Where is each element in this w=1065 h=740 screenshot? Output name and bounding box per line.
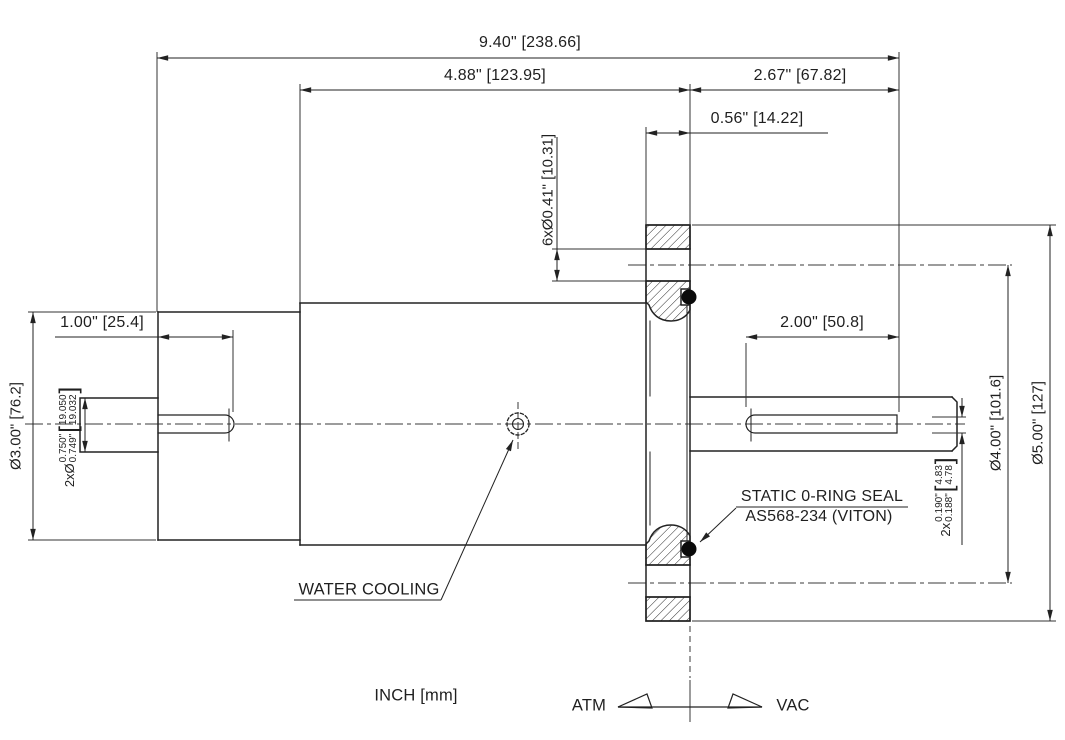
units-label: INCH [mm]: [374, 686, 458, 705]
dim-left-diameter-label: Ø3.00" [76.2]: [7, 382, 25, 470]
keyway-depth-inch-stack: 0.190" 0.188": [934, 493, 955, 522]
right-shaft: [689, 395, 958, 453]
dim-right-keyway-label: 2.00" [50.8]: [780, 314, 864, 331]
oring-seal-label-line1: STATIC 0-RING SEAL: [740, 488, 904, 505]
right-keyway: [745, 414, 898, 434]
bracket-close: ]: [54, 386, 83, 394]
dim-bolt-holes-label: 6xØ0.41" [10.31]: [539, 133, 557, 247]
atm-flag-icon: [617, 693, 653, 709]
shaft-dia-prefix: 2xØ: [61, 463, 77, 488]
oring-leader: [699, 507, 737, 543]
water-cooling-port: [506, 412, 530, 436]
left-keyway: [157, 414, 235, 434]
dim-flange-thickness-label: 0.56" [14.22]: [710, 110, 804, 127]
flange-bottom-boss-hatch: [645, 596, 691, 622]
left-body-section: [157, 311, 301, 541]
part-geometry: [79, 224, 958, 622]
extension-lines: [28, 52, 1056, 622]
water-cooling-leader: [440, 439, 514, 601]
leader-lines: [294, 439, 908, 601]
bracket-close: ]: [930, 457, 959, 465]
shaft-dia-inch-stack: 0.750" 0.749": [58, 433, 79, 463]
flange-top-boss-hatch: [645, 224, 691, 250]
flange: [645, 224, 697, 622]
main-body: [299, 302, 647, 546]
left-shaft: [79, 397, 235, 453]
keyway-depth-mm-stack: 4.83 4.78: [934, 465, 955, 485]
dim-shaft-diameter-label: 2xØ 0.750" 0.749" [ 19.050 19.032 ]: [54, 386, 83, 488]
bracket-open: [: [930, 485, 959, 493]
atm-label: ATM: [571, 696, 607, 715]
dim-keyway-depth-label: 2x 0.190" 0.188" [ 4.83 4.78 ]: [930, 457, 959, 537]
keyway-depth-prefix: 2x: [937, 522, 953, 537]
dim-body-length-label: 4.88" [123.95]: [444, 67, 546, 84]
bracket-open: [: [54, 426, 83, 433]
o-ring-top: [681, 289, 697, 305]
vac-flag-icon: [727, 693, 763, 709]
oring-seal-label-line2: AS568-234 (VITON): [745, 508, 893, 525]
dim-flange-diameter-label: Ø5.00" [127]: [1029, 381, 1047, 465]
right-shaft-end-chamfer: [950, 395, 958, 453]
dim-left-keyway-label: 1.00" [25.4]: [60, 314, 144, 331]
dim-bolt-circle-label: Ø4.00" [101.6]: [987, 374, 1005, 472]
o-ring-bottom: [681, 541, 697, 557]
dim-overall-length-label: 9.40" [238.66]: [479, 34, 581, 51]
shaft-dia-mm-stack: 19.050 19.032: [58, 394, 79, 426]
dim-right-section-label: 2.67" [67.82]: [753, 67, 847, 84]
dimension-lines: [30, 55, 1053, 621]
atm-vac-symbol: [617, 693, 763, 709]
vac-label: VAC: [776, 696, 810, 715]
centerlines: [25, 264, 1012, 722]
water-cooling-label: WATER COOLING: [298, 580, 440, 599]
